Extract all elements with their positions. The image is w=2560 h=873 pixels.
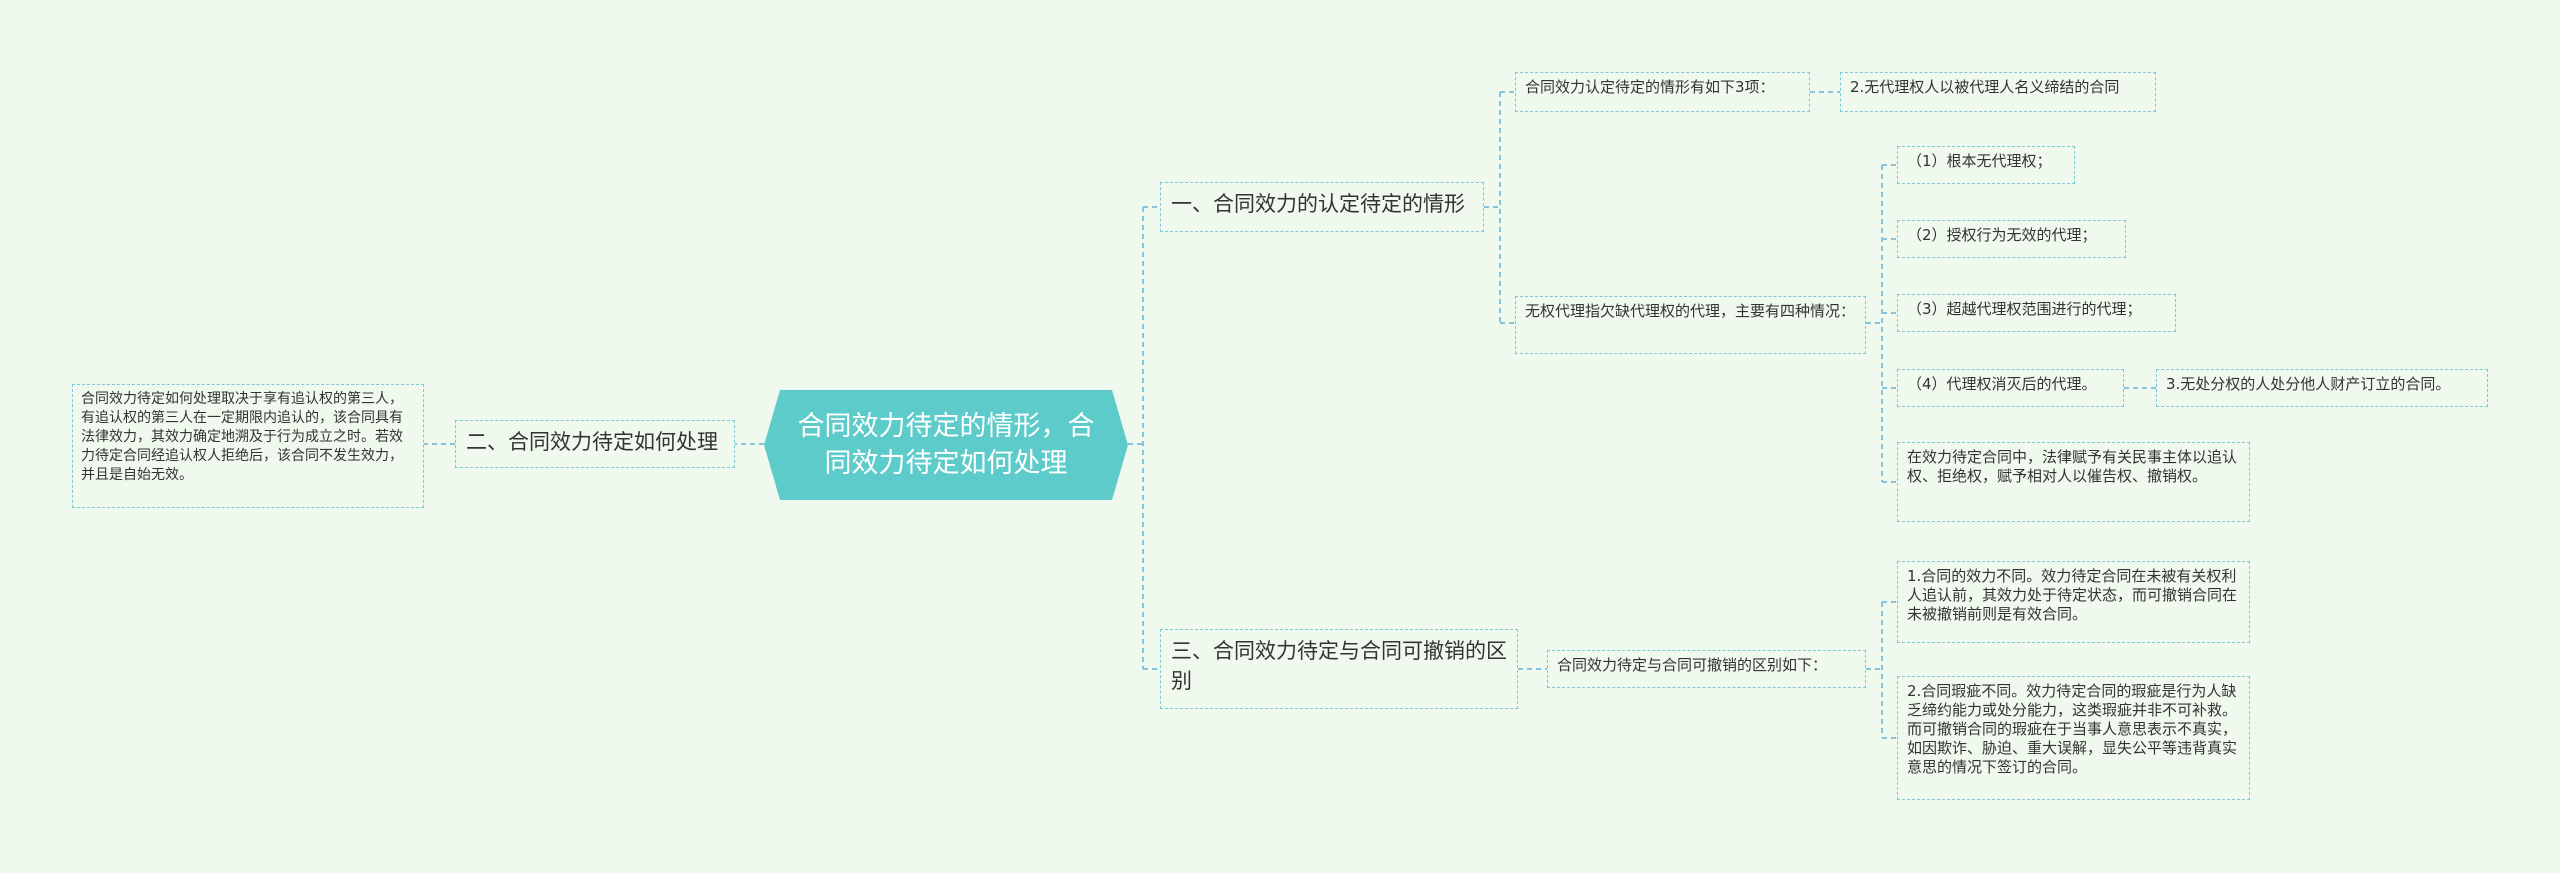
sub-b-item-4-child-label: 3.无处分权的人处分他人财产订立的合同。	[2166, 375, 2451, 393]
branch-1-sub-b-label: 无权代理指欠缺代理权的代理，主要有四种情况：	[1525, 302, 1856, 320]
branch-3-item-2-label: 2.合同瑕疵不同。效力待定合同的瑕疵是行为人缺乏缔约能力或处分能力，这类瑕疵并非…	[1907, 682, 2238, 776]
sub-b-item-4-label: （4）代理权消灭后的代理。	[1907, 375, 2097, 393]
sub-b-item-4-node[interactable]: （4）代理权消灭后的代理。	[1897, 369, 2124, 407]
branch-1-sub-a-child-label: 2.无代理权人以被代理人名义缔结的合同	[1850, 78, 2120, 96]
sub-b-item-1-label: （1）根本无代理权；	[1907, 152, 2052, 170]
branch-3-item-1-label: 1.合同的效力不同。效力待定合同在未被有关权利人追认前，其效力处于待定状态，而可…	[1907, 567, 2238, 623]
branch-3-node[interactable]: 三、合同效力待定与合同可撤销的区别	[1160, 629, 1518, 709]
branch-2-node[interactable]: 二、合同效力待定如何处理	[455, 420, 735, 468]
sub-b-item-2-node[interactable]: （2）授权行为无效的代理；	[1897, 220, 2126, 258]
root-topic-label: 合同效力待定的情形，合同效力待定如何处理	[797, 411, 1095, 479]
branch-3-sub-node[interactable]: 合同效力待定与合同可撤销的区别如下：	[1547, 650, 1866, 688]
sub-b-item-3-label: （3）超越代理权范围进行的代理；	[1907, 300, 2142, 318]
branch-1-label: 一、合同效力的认定待定的情形	[1171, 192, 1465, 216]
branch-1-sub-a-node[interactable]: 合同效力认定待定的情形有如下3项：	[1515, 72, 1810, 112]
branch-1-node[interactable]: 一、合同效力的认定待定的情形	[1160, 182, 1484, 232]
branch-3-item-2-node[interactable]: 2.合同瑕疵不同。效力待定合同的瑕疵是行为人缺乏缔约能力或处分能力，这类瑕疵并非…	[1897, 676, 2250, 800]
sub-b-item-1-node[interactable]: （1）根本无代理权；	[1897, 146, 2075, 184]
branch-2-detail-label: 合同效力待定如何处理取决于享有追认权的第三人，有追认权的第三人在一定期限内追认的…	[81, 391, 403, 483]
sub-b-note-node[interactable]: 在效力待定合同中，法律赋予有关民事主体以追认权、拒绝权，赋予相对人以催告权、撤销…	[1897, 442, 2250, 522]
sub-b-item-3-node[interactable]: （3）超越代理权范围进行的代理；	[1897, 294, 2176, 332]
branch-2-detail-node[interactable]: 合同效力待定如何处理取决于享有追认权的第三人，有追认权的第三人在一定期限内追认的…	[72, 384, 424, 508]
sub-b-note-label: 在效力待定合同中，法律赋予有关民事主体以追认权、拒绝权，赋予相对人以催告权、撤销…	[1907, 448, 2238, 485]
branch-1-sub-b-node[interactable]: 无权代理指欠缺代理权的代理，主要有四种情况：	[1515, 296, 1866, 354]
branch-3-label: 三、合同效力待定与合同可撤销的区别	[1171, 639, 1507, 693]
branch-2-label: 二、合同效力待定如何处理	[466, 430, 718, 454]
branch-3-item-1-node[interactable]: 1.合同的效力不同。效力待定合同在未被有关权利人追认前，其效力处于待定状态，而可…	[1897, 561, 2250, 643]
root-topic[interactable]: 合同效力待定的情形，合同效力待定如何处理	[764, 390, 1128, 500]
branch-1-sub-a-label: 合同效力认定待定的情形有如下3项：	[1525, 78, 1775, 96]
root-topic-shape	[764, 390, 1128, 500]
branch-1-sub-a-child-node[interactable]: 2.无代理权人以被代理人名义缔结的合同	[1840, 72, 2156, 112]
branch-3-sub-label: 合同效力待定与合同可撤销的区别如下：	[1557, 656, 1828, 674]
sub-b-item-4-child-node[interactable]: 3.无处分权的人处分他人财产订立的合同。	[2156, 369, 2488, 407]
sub-b-item-2-label: （2）授权行为无效的代理；	[1907, 226, 2097, 244]
